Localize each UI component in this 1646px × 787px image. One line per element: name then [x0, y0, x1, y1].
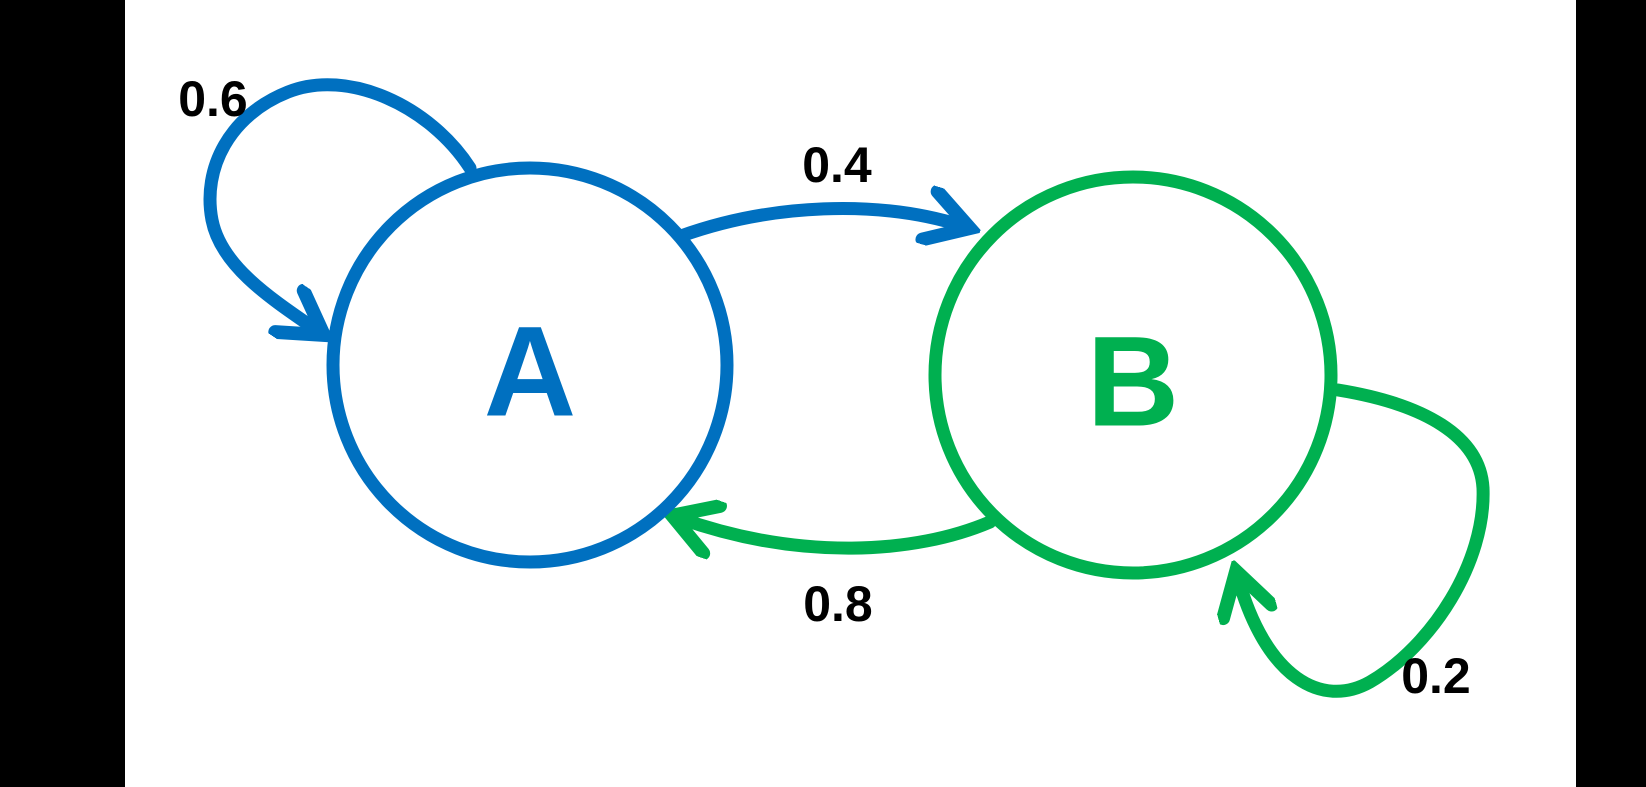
edge-b-to-a-label: 0.8 — [803, 576, 873, 632]
edge-a-to-b-label: 0.4 — [802, 137, 872, 193]
edge-b-self-loop-label: 0.2 — [1401, 648, 1471, 704]
state-b-label: B — [1087, 311, 1179, 454]
edge-b-self-loop — [1238, 383, 1490, 698]
edge-a-self-loop — [203, 78, 477, 331]
state-a-circle — [326, 161, 734, 569]
state-b-circle — [928, 170, 1338, 580]
edge-a-to-b — [674, 209, 963, 236]
edge-b-to-a — [679, 518, 997, 548]
edge-a-self-loop-label: 0.6 — [178, 71, 248, 127]
state-a-label: A — [484, 301, 576, 444]
